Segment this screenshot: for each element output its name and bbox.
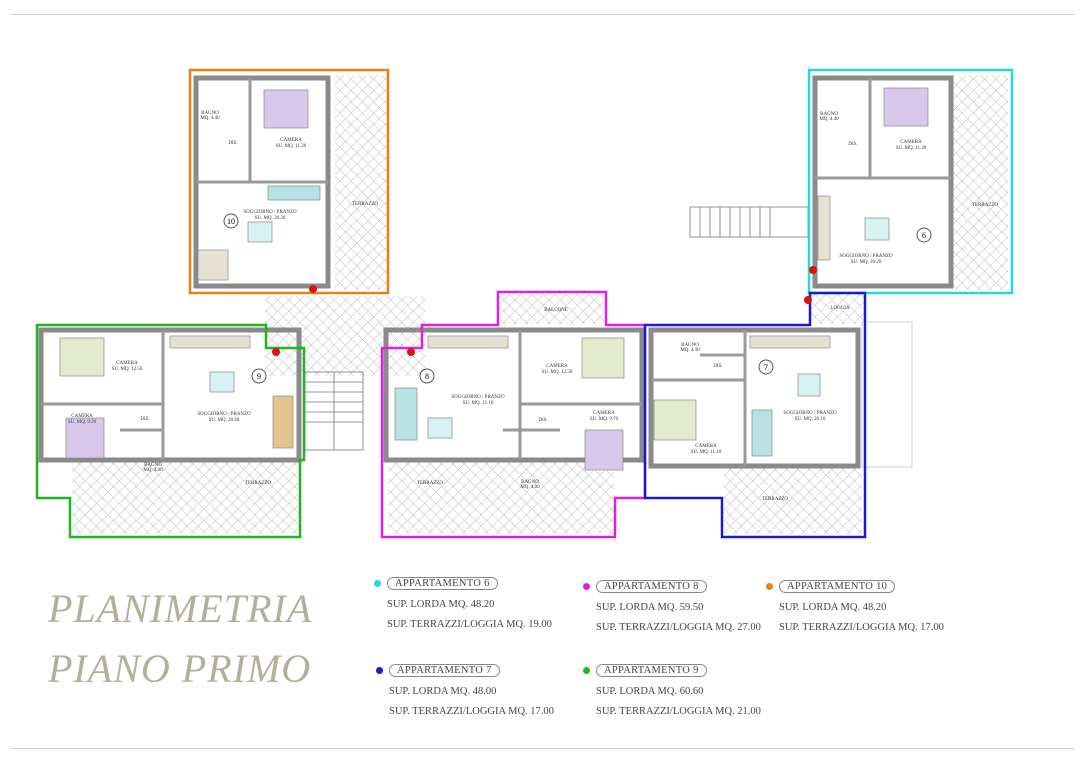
apt10-dis-label: DIS.: [228, 141, 237, 146]
title-line2: PIANO PRIMO: [48, 646, 312, 691]
apt6-terrazzo: TERRAZZO: [972, 203, 998, 208]
apt7-soggiorno-sup: SU. MQ. 20.10: [795, 417, 826, 422]
apt10-color-dot: [766, 583, 773, 590]
apt9-label: APPARTAMENTO 9: [596, 664, 707, 677]
apt9-bagno-sup: MQ. 4.00: [143, 468, 163, 473]
apt9-camera1-sup: SU. MQ. 12.50: [112, 367, 143, 372]
title-line1: PLANIMETRIA: [48, 586, 313, 631]
apt7-bagno-sup: MQ. 4.30: [680, 348, 700, 353]
apt9-outline: [35, 323, 306, 539]
apt8-terrazzo: TERRAZZO: [417, 481, 443, 486]
apt6-lorda: SUP. LORDA MQ. 48.20: [387, 599, 495, 610]
apt9-soggiorno-label: SOGGIORNO / PRANZO: [197, 412, 251, 417]
apt8-soggiorno-label: SOGGIORNO / PRANZO: [451, 395, 505, 400]
apt10-bagno-label: BAGNO: [201, 111, 219, 116]
apt10-number: 10: [227, 217, 235, 226]
apt7-dis-label: DIS.: [713, 364, 722, 369]
apt10-camera-sup: SU. MQ. 11.20: [276, 144, 307, 149]
apt8-camera1-sup: SU. MQ. 12.50: [542, 370, 573, 375]
apt8-dis-label: DIS.: [538, 418, 547, 423]
apt10-camera-label: CAMERA: [280, 138, 302, 143]
apt6-camera-sup: SU. MQ. 11.20: [896, 146, 927, 151]
apt7-terrazzo: TERRAZZO: [762, 497, 788, 502]
entry-markers: [272, 266, 817, 356]
apt7-color-dot: [376, 667, 383, 674]
apt10-soggiorno-label: SOGGIORNO / PRANZO: [243, 210, 297, 215]
apt8-outline: [380, 290, 647, 539]
apt8-lorda: SUP. LORDA MQ. 59.50: [596, 602, 704, 613]
apt7-loggia: LOGGIA: [830, 306, 850, 311]
apt8-camera2-label: CAMERA: [593, 411, 615, 416]
apt8-soggiorno-sup: SU. MQ. 21.10: [463, 401, 494, 406]
apt8-bagno-sup: MQ. 4.00: [520, 485, 540, 490]
apt6-label: APPARTAMENTO 6: [387, 577, 498, 590]
apt7-camera-label: CAMERA: [695, 444, 717, 449]
apt9-color-dot: [583, 667, 590, 674]
floor-plan: 10 6 9 8 7 CAMERA SU. MQ. 11.20 SOGGIORN…: [35, 68, 1014, 539]
apt8-camera2-sup: SU. MQ. 9.70: [590, 417, 619, 422]
apt6-outline: [807, 68, 1014, 295]
legend-apt9: APPARTAMENTO 9 SUP. LORDA MQ. 60.60 SUP.…: [583, 664, 761, 717]
apt9-camera2-sup: SU. MQ. 9.20: [68, 420, 97, 425]
apt9-soggiorno-sup: SU. MQ. 20.60: [209, 418, 240, 423]
legend-apt8: APPARTAMENTO 8 SUP. LORDA MQ. 59.50 SUP.…: [583, 580, 761, 633]
apt10-label: APPARTAMENTO 10: [779, 580, 896, 593]
apt7-lorda: SUP. LORDA MQ. 48.00: [389, 686, 497, 697]
legend-apt7: APPARTAMENTO 7 SUP. LORDA MQ. 48.00 SUP.…: [376, 664, 554, 717]
apt6-dis-label: DIS.: [848, 142, 857, 147]
apt7-camera-sup: SU. MQ. 11.10: [691, 450, 722, 455]
apt10-terrazzo: TERRAZZO: [352, 202, 378, 207]
apt8-terrazzi: SUP. TERRAZZI/LOGGIA MQ. 27.00: [596, 622, 761, 633]
apt8-number: 8: [425, 372, 429, 381]
apartment-numbers: 10 6 9 8 7: [223, 213, 932, 384]
apt9-terrazzi: SUP. TERRAZZI/LOGGIA MQ. 21.00: [596, 706, 761, 717]
apt9-number: 9: [257, 372, 261, 381]
interior-walls: [41, 78, 951, 466]
apt10-terrazzi: SUP. TERRAZZI/LOGGIA MQ. 17.00: [779, 622, 944, 633]
apt8-camera1-label: CAMERA: [546, 364, 568, 369]
apt6-color-dot: [374, 580, 381, 587]
apt7-number: 7: [764, 363, 768, 372]
apt8-balcone: BALCONE: [544, 308, 568, 313]
apt8-label: APPARTAMENTO 8: [596, 580, 707, 593]
apt7-outline: [643, 291, 867, 539]
apt6-bagno-sup: MQ. 4.40: [819, 117, 839, 122]
room-labels: CAMERA SU. MQ. 11.20 SOGGIORNO / PRANZO …: [68, 111, 999, 502]
legend-apt10: APPARTAMENTO 10 SUP. LORDA MQ. 48.20 SUP…: [766, 580, 944, 633]
bottom-rule: [10, 748, 1075, 749]
apt8-bagno-label: BAGNO: [521, 480, 539, 485]
terraces: [72, 75, 1008, 534]
apt7-label: APPARTAMENTO 7: [389, 664, 500, 677]
apt10-outline: [188, 68, 390, 295]
top-rule: [10, 14, 1075, 15]
apt7-soggiorno-label: SOGGIORNO / PRANZO: [783, 411, 837, 416]
apt6-number: 6: [922, 231, 926, 240]
apt9-dis-label: DIS.: [140, 417, 149, 422]
apt9-lorda: SUP. LORDA MQ. 60.60: [596, 686, 704, 697]
furniture: [59, 87, 929, 471]
apt6-soggiorno-label: SOGGIORNO / PRANZO: [839, 254, 893, 259]
apt9-camera1-label: CAMERA: [116, 361, 138, 366]
apt6-terrazzi: SUP. TERRAZZI/LOGGIA MQ. 19.00: [387, 619, 552, 630]
legend-apt6: APPARTAMENTO 6 SUP. LORDA MQ. 48.20 SUP.…: [374, 577, 552, 630]
apt9-camera2-label: CAMERA: [71, 414, 93, 419]
apt6-bagno-label: BAGNO: [820, 112, 838, 117]
apt10-bagno-sup: MQ. 4.40: [200, 116, 220, 121]
apt7-bagno-label: BAGNO: [681, 343, 699, 348]
apt10-soggiorno-sup: SU. MQ. 20.20: [255, 216, 286, 221]
apt9-bagno-label: BAGNO: [144, 463, 162, 468]
apt8-color-dot: [583, 583, 590, 590]
apt9-terrazzo: TERRAZZO: [245, 481, 271, 486]
apt6-soggiorno-sup: SU. MQ. 20.20: [851, 260, 882, 265]
apt6-camera-label: CAMERA: [900, 140, 922, 145]
apt10-lorda: SUP. LORDA MQ. 48.20: [779, 602, 887, 613]
apt7-terrazzi: SUP. TERRAZZI/LOGGIA MQ. 17.00: [389, 706, 554, 717]
